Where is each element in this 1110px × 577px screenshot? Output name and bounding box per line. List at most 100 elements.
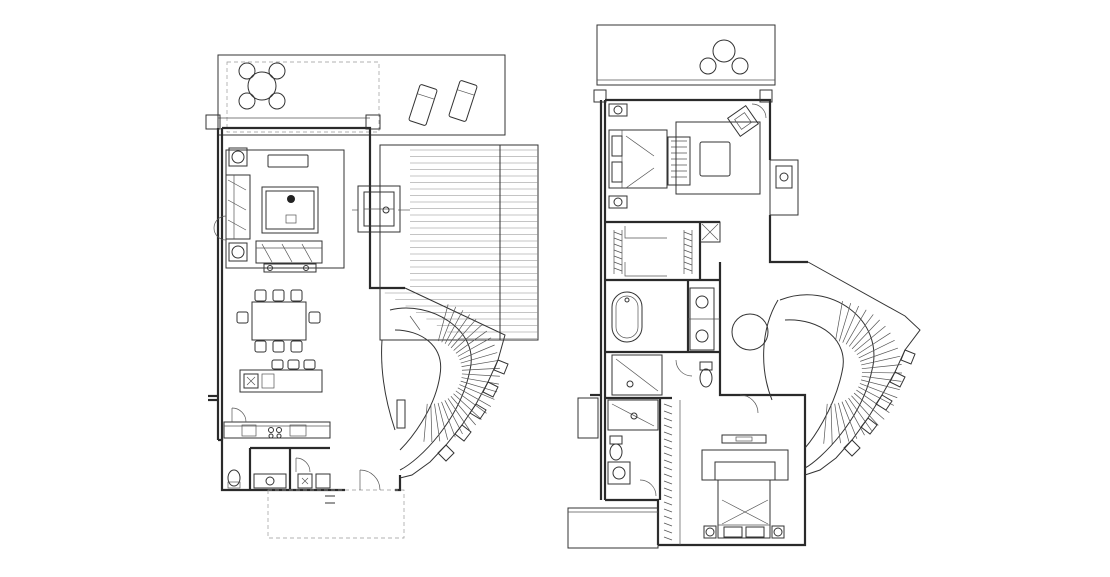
stair-tread [848, 397, 872, 431]
stair-tread [430, 403, 433, 442]
stair-tread [845, 399, 865, 436]
stair-tread [453, 393, 482, 420]
hanger [663, 417, 673, 422]
stair-windows [437, 359, 509, 462]
deck-boards [384, 149, 538, 339]
hanger [613, 255, 623, 260]
hanger [663, 459, 673, 464]
stair-tread [823, 403, 828, 444]
stair-tread [858, 339, 895, 359]
hanger [663, 466, 673, 471]
wooden-deck [379, 144, 539, 341]
hanger [663, 403, 673, 408]
stair-tread [841, 401, 858, 439]
hanger [683, 255, 693, 260]
ground-floor-plan [205, 54, 539, 539]
stair-tread [457, 337, 492, 357]
hanger [663, 452, 673, 457]
hanger [683, 267, 693, 272]
hanger [663, 445, 673, 450]
stair-tread [437, 402, 449, 440]
master-bedroom [608, 103, 767, 209]
stair-tread [838, 302, 852, 342]
stair-tread [459, 344, 495, 360]
kitchen-counter [223, 407, 331, 439]
hanger [663, 536, 673, 541]
stair-tread [861, 364, 902, 370]
stair-tread [461, 377, 499, 385]
stair-tread [835, 301, 843, 341]
stair-tread [861, 375, 902, 382]
hanger [663, 431, 673, 436]
stair-windows-upper [843, 349, 916, 457]
stair-tread [854, 325, 886, 352]
hanger [663, 494, 673, 499]
fireplace [352, 185, 410, 233]
hanger [663, 501, 673, 506]
stair-tread [423, 403, 428, 442]
hanger [683, 261, 693, 266]
stair-tread [848, 314, 874, 347]
stair-tread [447, 398, 470, 431]
master-bathroom [605, 280, 720, 396]
exterior-cabinet [769, 159, 799, 216]
entrance-area [267, 469, 405, 539]
outdoor-table-set [238, 62, 286, 110]
stair-tread [461, 373, 500, 377]
door-swings [213, 215, 227, 241]
hanger [613, 267, 623, 272]
kitchen-island [239, 359, 323, 393]
walk-in-wardrobe [605, 220, 721, 282]
stair-tread [459, 384, 495, 400]
lower-balcony [567, 507, 659, 549]
stair-tread [441, 401, 456, 438]
stair-tread [441, 306, 457, 343]
stair-tread [851, 319, 880, 350]
hanger [663, 410, 673, 415]
stair-tread [861, 355, 901, 366]
stair-tread [455, 330, 488, 354]
hanger [613, 249, 623, 254]
stair-tread [834, 403, 841, 444]
living-area [225, 147, 345, 273]
stair-tread [851, 395, 879, 426]
upper-floor-plan [567, 24, 921, 549]
second-bathroom [605, 396, 681, 545]
sun-loungers [408, 80, 478, 126]
stair-tread [447, 314, 471, 346]
dining-table-set [236, 289, 321, 353]
hanger [613, 237, 623, 242]
second-bedroom [701, 434, 789, 539]
top-terrace [217, 54, 506, 136]
stair-tread [861, 372, 902, 374]
stair-tread [860, 379, 900, 391]
wardrobe-hangers-2 [663, 403, 673, 541]
hanger [683, 249, 693, 254]
stair-tread [830, 403, 833, 444]
stair-tread [856, 332, 891, 355]
stair-tread [853, 392, 885, 420]
stair-treads [423, 304, 500, 442]
stair-tread [450, 319, 477, 349]
stair-tread [842, 305, 859, 343]
hanger [663, 480, 673, 485]
stair-tread [845, 309, 867, 345]
stair-tread [460, 352, 498, 364]
stair-tread [455, 390, 487, 414]
upper-floor-staircase [763, 261, 921, 476]
hanger [663, 487, 673, 492]
hanger [683, 231, 693, 236]
hanger [613, 261, 623, 266]
hanger [663, 473, 673, 478]
hanger [663, 424, 673, 429]
stair-tread [461, 367, 500, 371]
hanger [683, 237, 693, 242]
hanger [663, 515, 673, 520]
stair-tread [860, 347, 899, 362]
ground-floor-walls [205, 114, 405, 492]
hanger [613, 231, 623, 236]
hanger [663, 522, 673, 527]
hanger [663, 508, 673, 513]
stair-tread [434, 403, 441, 442]
